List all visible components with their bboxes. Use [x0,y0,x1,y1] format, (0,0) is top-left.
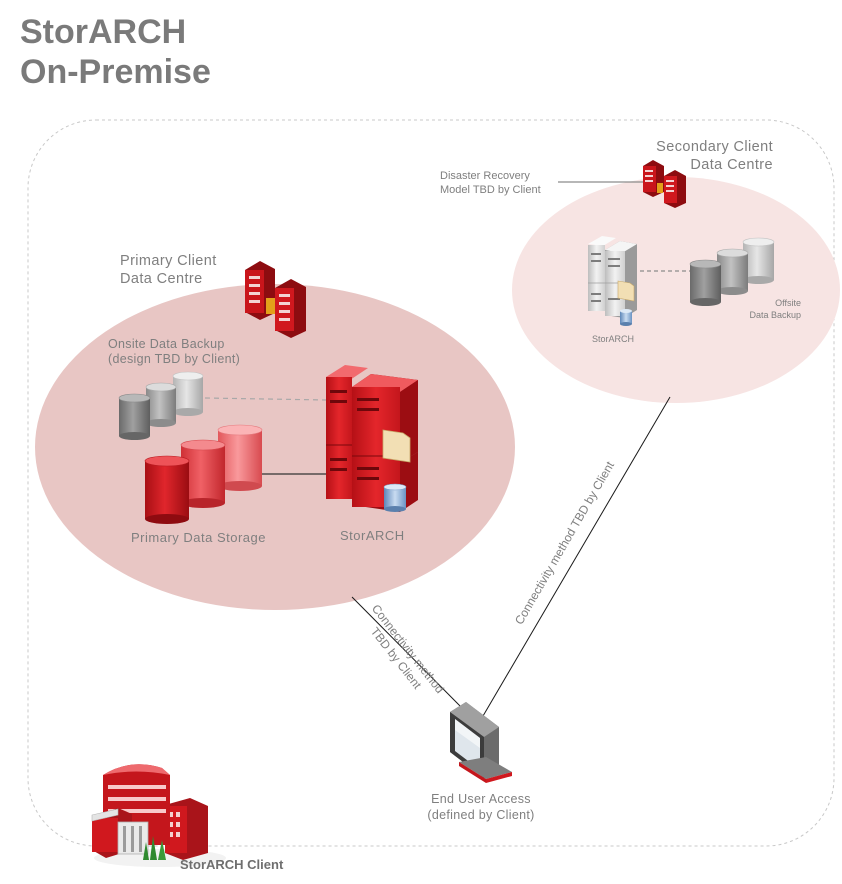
on-premise-boundary [27,119,835,847]
onsite-backup-label-line1: Onsite Data Backup [108,337,225,351]
onsite-backup-label-line2: (design TBD by Client) [108,352,240,366]
secondary-storarch-server [588,236,637,326]
storage-cylinder-dark [144,455,190,524]
end-user-label-line2: (defined by Client) [427,808,534,822]
primary-connectivity-line [351,596,467,713]
secondary-server-label: StorARCH [592,334,634,344]
offsite-cylinder-mid [716,248,749,295]
primary-server-label: StorARCH [340,528,405,543]
secondary-dc-label-line2: Data Centre [690,157,773,173]
folder-icon [382,429,411,463]
backup-cylinder-mid [145,382,177,427]
dr-model-label-line2: Model TBD by Client [440,184,541,196]
database-icon [383,483,407,512]
backup-cylinder-light [172,371,204,416]
end-user-label-line1: End User Access [431,792,531,806]
primary-dc-label-line1: Primary Client [120,253,217,269]
title-line-1: StorARCH [20,13,187,51]
offsite-backup-label-line2: Data Backup [749,310,801,320]
primary-dc-label-line2: Data Centre [120,271,203,287]
primary-storage-label: Primary Data Storage [131,530,266,545]
offsite-cylinder-light [742,237,775,284]
primary-data-centre-icon [245,261,306,338]
end-user-monitor-icon [450,702,512,783]
primary-storarch-server [326,365,418,512]
offsite-backup-label-line1: Offsite [775,298,801,308]
primary-data-centre-zone [35,284,515,610]
primary-storage-cylinders [144,424,263,524]
secondary-data-centre-icon [643,160,686,208]
title-line-2: On-Premise [20,53,211,91]
secondary-data-centre-zone [512,177,840,403]
client-label: StorARCH Client [180,857,284,872]
secondary-connectivity-line [482,396,671,717]
backup-cylinder-dark [118,393,151,440]
storarch-client-building-icon [91,764,226,867]
secondary-connectivity-label: Connectivity method TBD by Client [512,458,617,627]
offsite-backup-cylinders [689,237,775,306]
secondary-dc-label-line1: Secondary Client [656,139,773,155]
dr-model-label-line1: Disaster Recovery [440,170,530,182]
onsite-backup-cylinders [118,371,204,440]
onsite-backup-link [204,397,328,401]
primary-connectivity-label: Connectivity method TBD by Client [368,602,447,696]
page-title: StorARCH On-Premise [20,12,211,92]
storage-cylinder-light [217,424,263,491]
secondary-database-icon [620,309,632,326]
offsite-cylinder-dark [689,259,722,306]
secondary-folder-icon [617,280,635,302]
